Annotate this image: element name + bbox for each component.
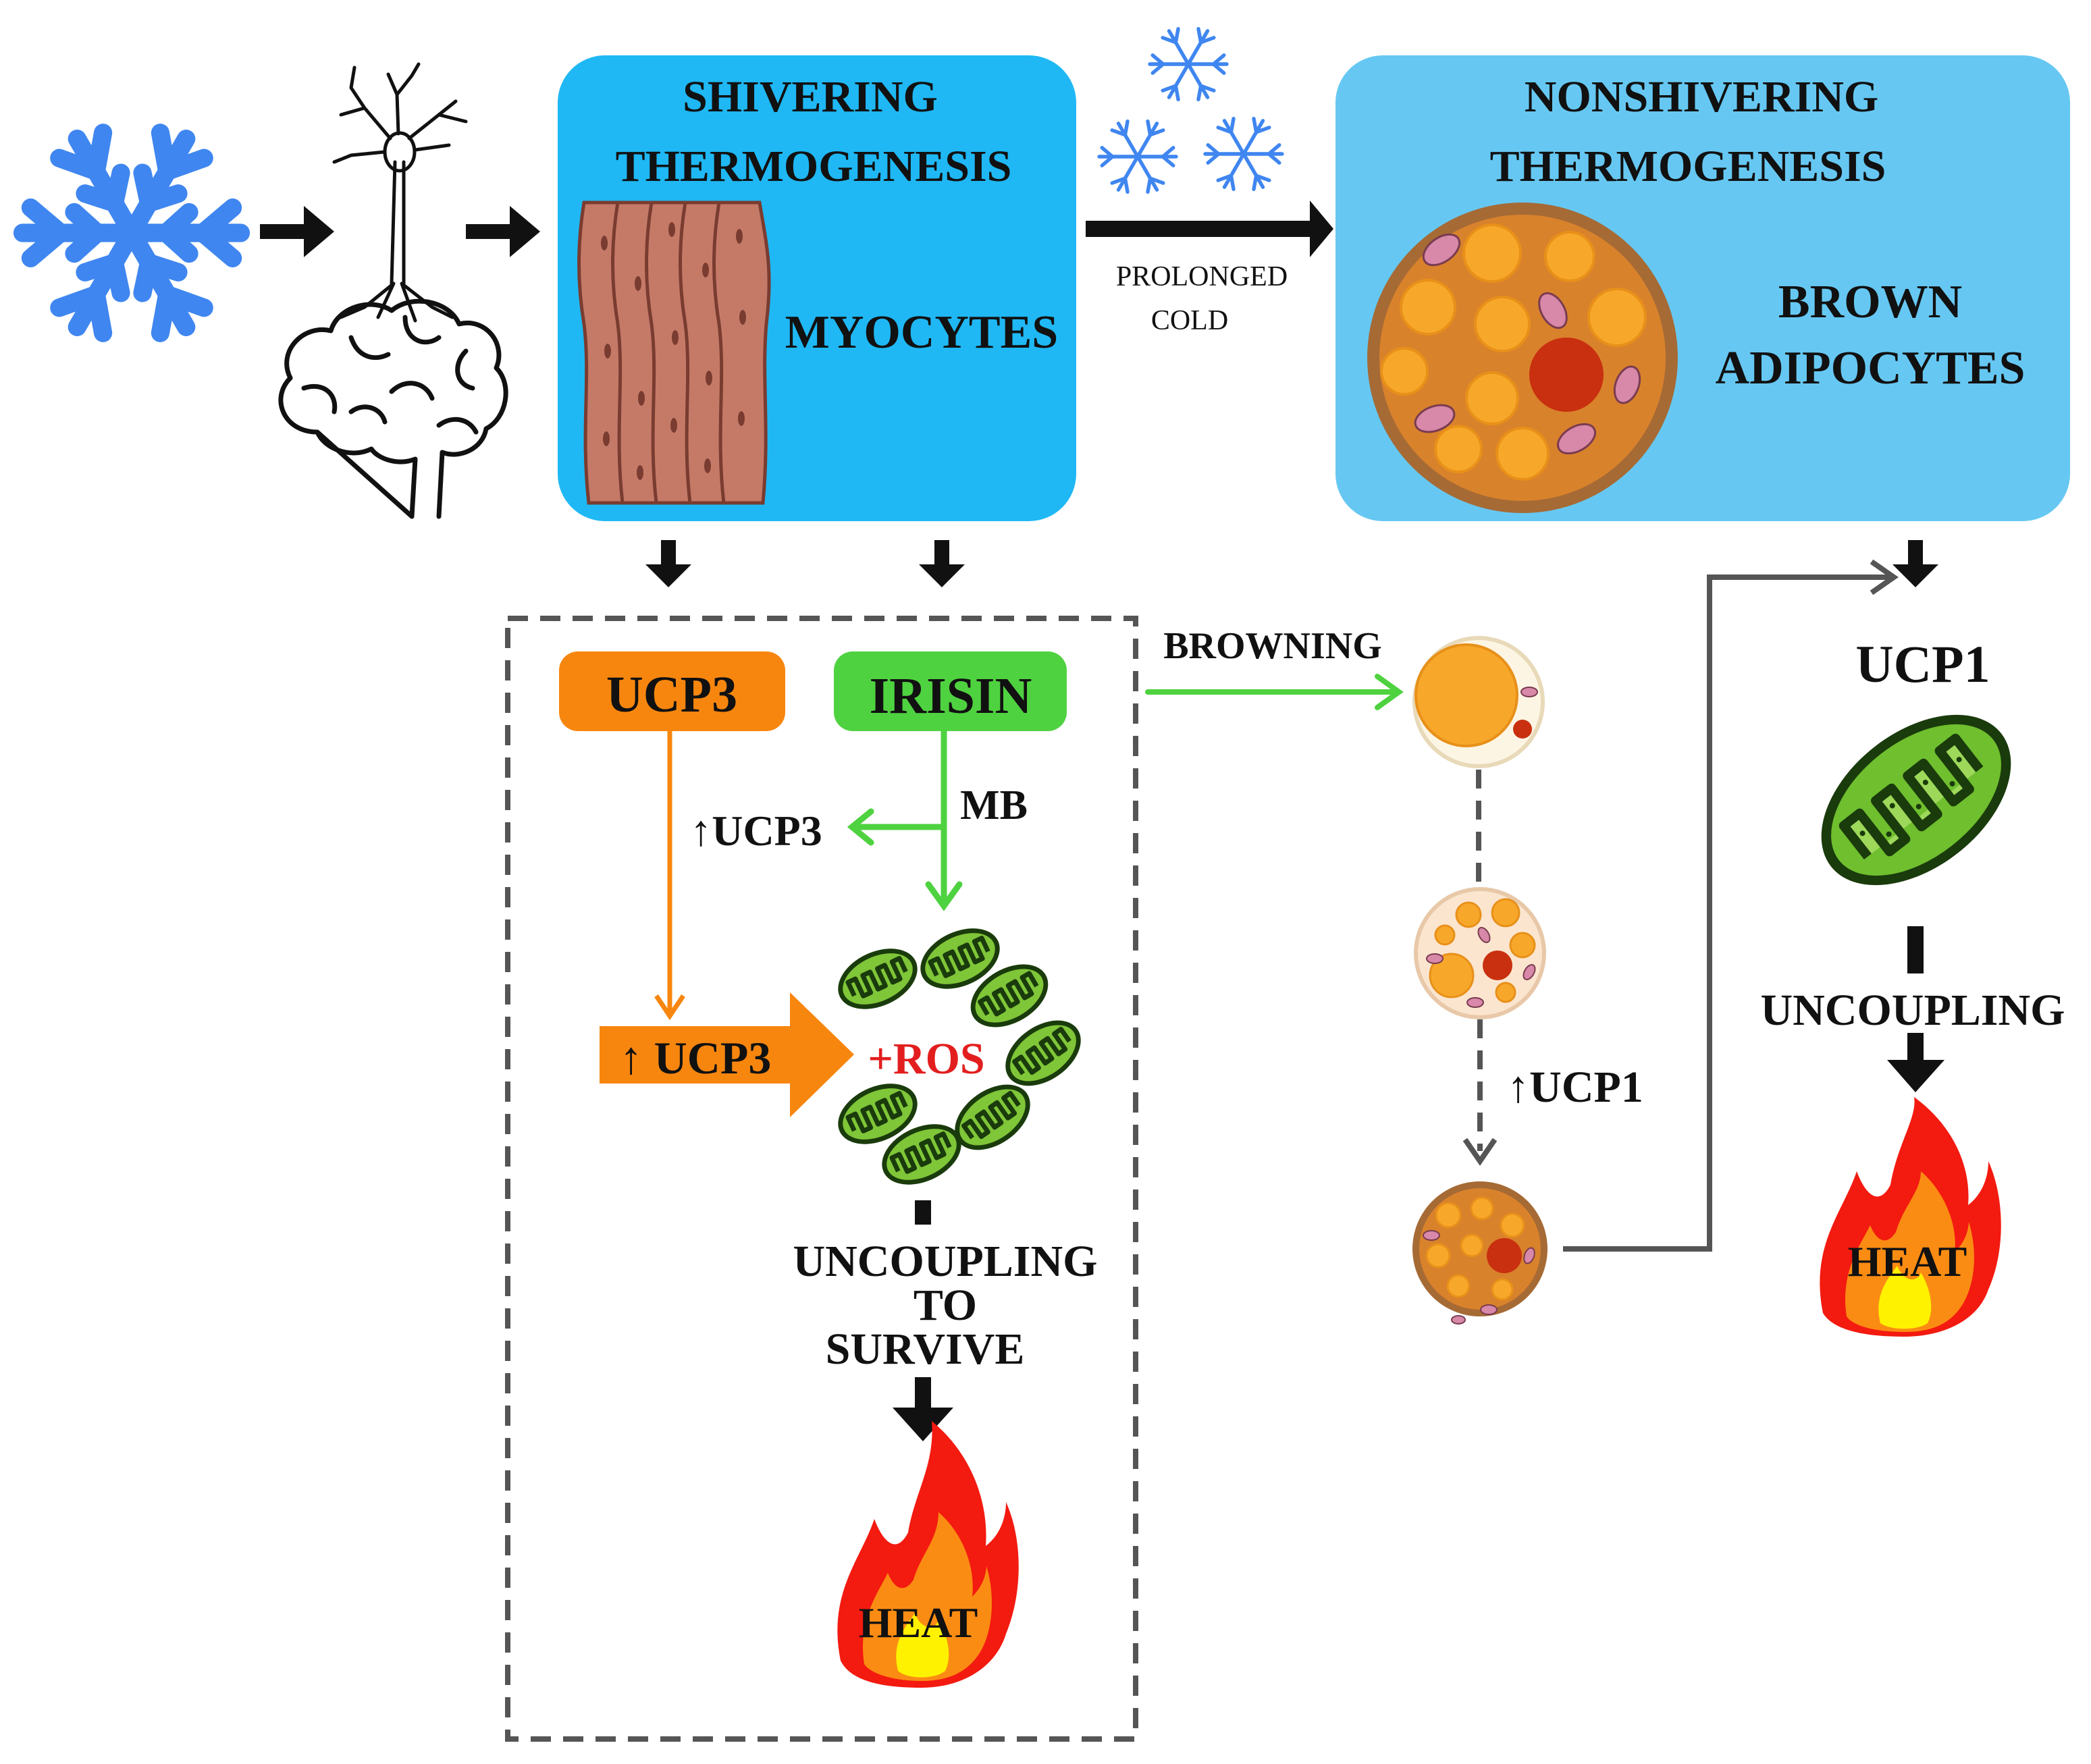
brown-adipocyte-illustration — [1367, 203, 1678, 513]
arrow-down-icon — [1462, 1138, 1498, 1167]
ros-label: +ROS — [868, 1034, 984, 1084]
arrow-down-icon — [1887, 1033, 1944, 1092]
up-ucp3-big-arrow: ↑ UCP3 — [600, 992, 854, 1117]
irisin-arrows — [847, 728, 963, 911]
arrow-down-icon — [919, 540, 965, 587]
beige-adipocyte-illustration — [1414, 887, 1546, 1019]
uncoupling-to-survive-line2: TO — [914, 1281, 977, 1330]
arrow-down-icon — [1893, 540, 1938, 587]
ucp3-box: UCP3 — [559, 651, 785, 731]
bat-uncoupling-label: UNCOUPLING — [1760, 986, 2065, 1035]
irisin-box-label: IRISIN — [870, 668, 1032, 724]
snowflake-icon — [13, 124, 250, 342]
bat-heat-label: HEAT — [1848, 1237, 1967, 1285]
myocytes-illustration — [577, 201, 771, 505]
connector-bar — [915, 1200, 931, 1225]
white-adipocyte-illustration — [1412, 636, 1545, 768]
snowflake-icon — [1097, 119, 1178, 194]
arrow-right-icon — [260, 206, 334, 257]
brown-adipocytes-label-line1: BROWN — [1778, 276, 1962, 328]
connector-bar — [1907, 926, 1924, 973]
nonshivering-title-line2: THERMOGENESIS — [1490, 142, 1886, 191]
prolonged-cold-arrow — [1086, 201, 1333, 257]
browning-arrow — [1145, 674, 1404, 710]
brown-adipocytes-label-line2: ADIPOCYTES — [1716, 342, 2026, 394]
brain-icon — [278, 298, 508, 519]
uncoupling-to-survive-line3: SURVIVE — [826, 1325, 1025, 1374]
flame-icon: HEAT — [1820, 1097, 2001, 1337]
up-ucp3-big-label: ↑ UCP3 — [620, 1032, 772, 1084]
gray-connector-arrow — [1563, 559, 1899, 1252]
shivering-title-line1: SHIVERING — [683, 72, 938, 122]
flame-icon: HEAT — [837, 1421, 1019, 1688]
myocytes-label: MYOCYTES — [785, 306, 1058, 358]
uncoupling-to-survive-line1: UNCOUPLING — [793, 1237, 1097, 1286]
prolonged-cold-label-line1: PROLONGED — [1116, 261, 1288, 292]
nonshivering-title-line1: NONSHIVERING — [1525, 72, 1878, 122]
up-ucp3-label: ↑UCP3 — [690, 807, 822, 855]
arrow-down-icon — [893, 1377, 953, 1441]
up-ucp1-label: ↑UCP1 — [1507, 1063, 1643, 1112]
irisin-box: IRISIN — [834, 651, 1067, 731]
ucp3-arrow — [654, 731, 685, 1021]
arrow-right-icon — [466, 206, 540, 257]
browned-adipocyte-illustration — [1412, 1181, 1547, 1325]
prolonged-cold-label-line2: COLD — [1151, 305, 1228, 336]
ucp3-box-label: UCP3 — [606, 666, 737, 723]
shivering-thermogenesis-panel: SHIVERING THERMOGENESIS MYOCYTES — [558, 55, 1076, 521]
browning-label: BROWNING — [1163, 625, 1382, 667]
snowflake-icon — [1203, 116, 1284, 192]
muscle-pathway-dashed-box — [505, 616, 1138, 1742]
snowflake-icon — [1148, 26, 1229, 102]
mitochondrion-icon — [1821, 714, 2011, 886]
nonshivering-thermogenesis-panel: NONSHIVERING THERMOGENESIS BROWN ADIPOCY… — [1335, 55, 2070, 521]
mb-label: MB — [960, 782, 1028, 828]
heat-label: HEAT — [859, 1599, 978, 1647]
ucp1-label: UCP1 — [1855, 635, 1990, 693]
shivering-title-line2: THERMOGENESIS — [616, 142, 1012, 191]
neuron-icon — [332, 62, 468, 323]
arrow-down-icon — [645, 540, 691, 587]
